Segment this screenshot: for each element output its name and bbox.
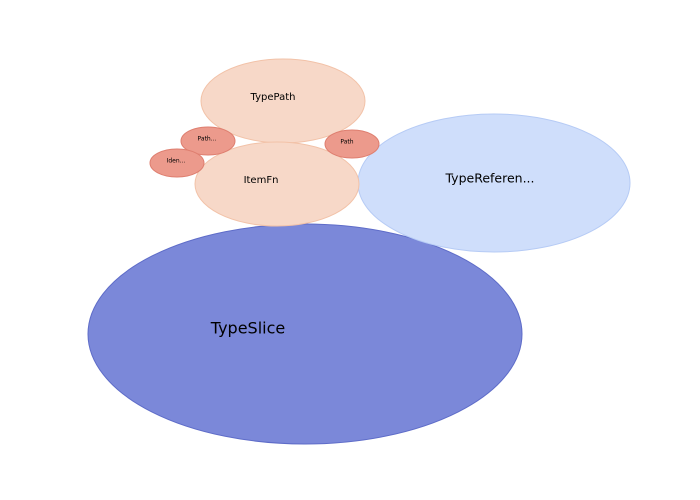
bubble-label-typepath: TypePath: [250, 92, 296, 103]
bubble-typeslice: [87, 223, 523, 445]
bubble-label-itemfn: ItemFn: [244, 175, 279, 186]
bubble-path: [180, 126, 236, 156]
bubble-label-path: Path...: [198, 136, 217, 143]
bubble-path: [324, 129, 380, 159]
bubbles-layer: [87, 58, 631, 445]
bubble-label-path: Path: [340, 139, 353, 146]
bubble-iden: [149, 148, 205, 178]
bubble-itemfn: [194, 141, 360, 227]
bubble-label-typeslice: TypeSlice: [210, 319, 285, 338]
bubble-label-typereferen: TypeReferen...: [444, 171, 534, 186]
bubble-label-iden: Iden...: [167, 158, 186, 165]
